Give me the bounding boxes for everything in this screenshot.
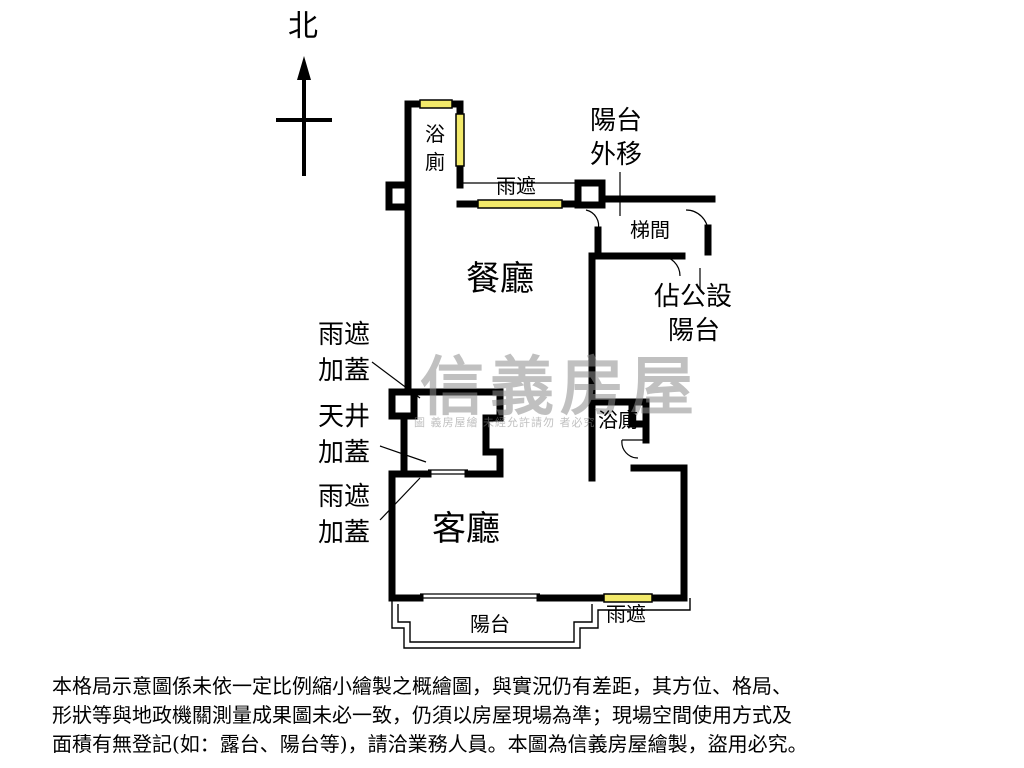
disclaimer-line-2: 形狀等與地政機關測量成果圖未必一致，仍須以房屋現場為準；現場空間使用方式及 [52,703,792,727]
disclaimer: 本格局示意圖係未依一定比例縮小繪製之概繪圖，與實況仍有差距，其方位、格局、 形狀… [52,672,982,759]
annotation-balcony-moved-out-2: 外移 [590,140,643,170]
room-label-rain-cover-top: 雨遮 [496,174,536,198]
sliding-doors [420,182,578,599]
room-label-bath-north-1: 浴 [425,122,445,146]
leader-lines [371,172,701,521]
annotation-occupied-public-1: 佔公設 [654,282,733,312]
compass-arrow [276,56,332,176]
room-label-bath-north-2: 廁 [425,150,445,174]
disclaimer-line-3: 面積有無登記(如：露台、陽台等)，請洽業務人員。本圖為信義房屋繪製，盜用必究。 [52,732,808,756]
room-label-balcony: 陽台 [470,612,510,636]
annotation-rain-cover-added-1b: 加蓋 [318,356,371,386]
balcony-outline [391,598,691,649]
annotation-rain-cover-added-2b: 加蓋 [318,518,371,548]
room-label-stairwell: 梯間 [630,218,670,242]
annotation-occupied-public-2: 陽台 [668,316,721,346]
annotation-skylight-1: 天井 [318,402,371,432]
annotation-rain-cover-added-1a: 雨遮 [318,320,371,350]
watermark-notice: 圖 義房屋繪 未經允許請勿 者必究 [414,416,596,429]
watermark-brand: 信義房屋 [420,351,700,425]
door-swings [585,209,709,459]
north-label: 北 [288,9,318,44]
disclaimer-line-1: 本格局示意圖係未依一定比例縮小繪製之概繪圖，與實況仍有差距，其方位、格局、 [52,674,792,698]
room-label-rain-cover-bottom: 雨遮 [606,602,646,626]
room-label-dining: 餐廳 [466,259,534,299]
windows [419,99,653,603]
annotation-skylight-2: 加蓋 [318,438,371,468]
annotation-balcony-moved-out-1: 陽台 [590,106,643,136]
annotation-rain-cover-added-2a: 雨遮 [318,482,371,512]
floor-plan [276,56,716,649]
room-label-bath-mid: 浴廁 [598,408,638,432]
room-label-living: 客廳 [432,509,500,549]
